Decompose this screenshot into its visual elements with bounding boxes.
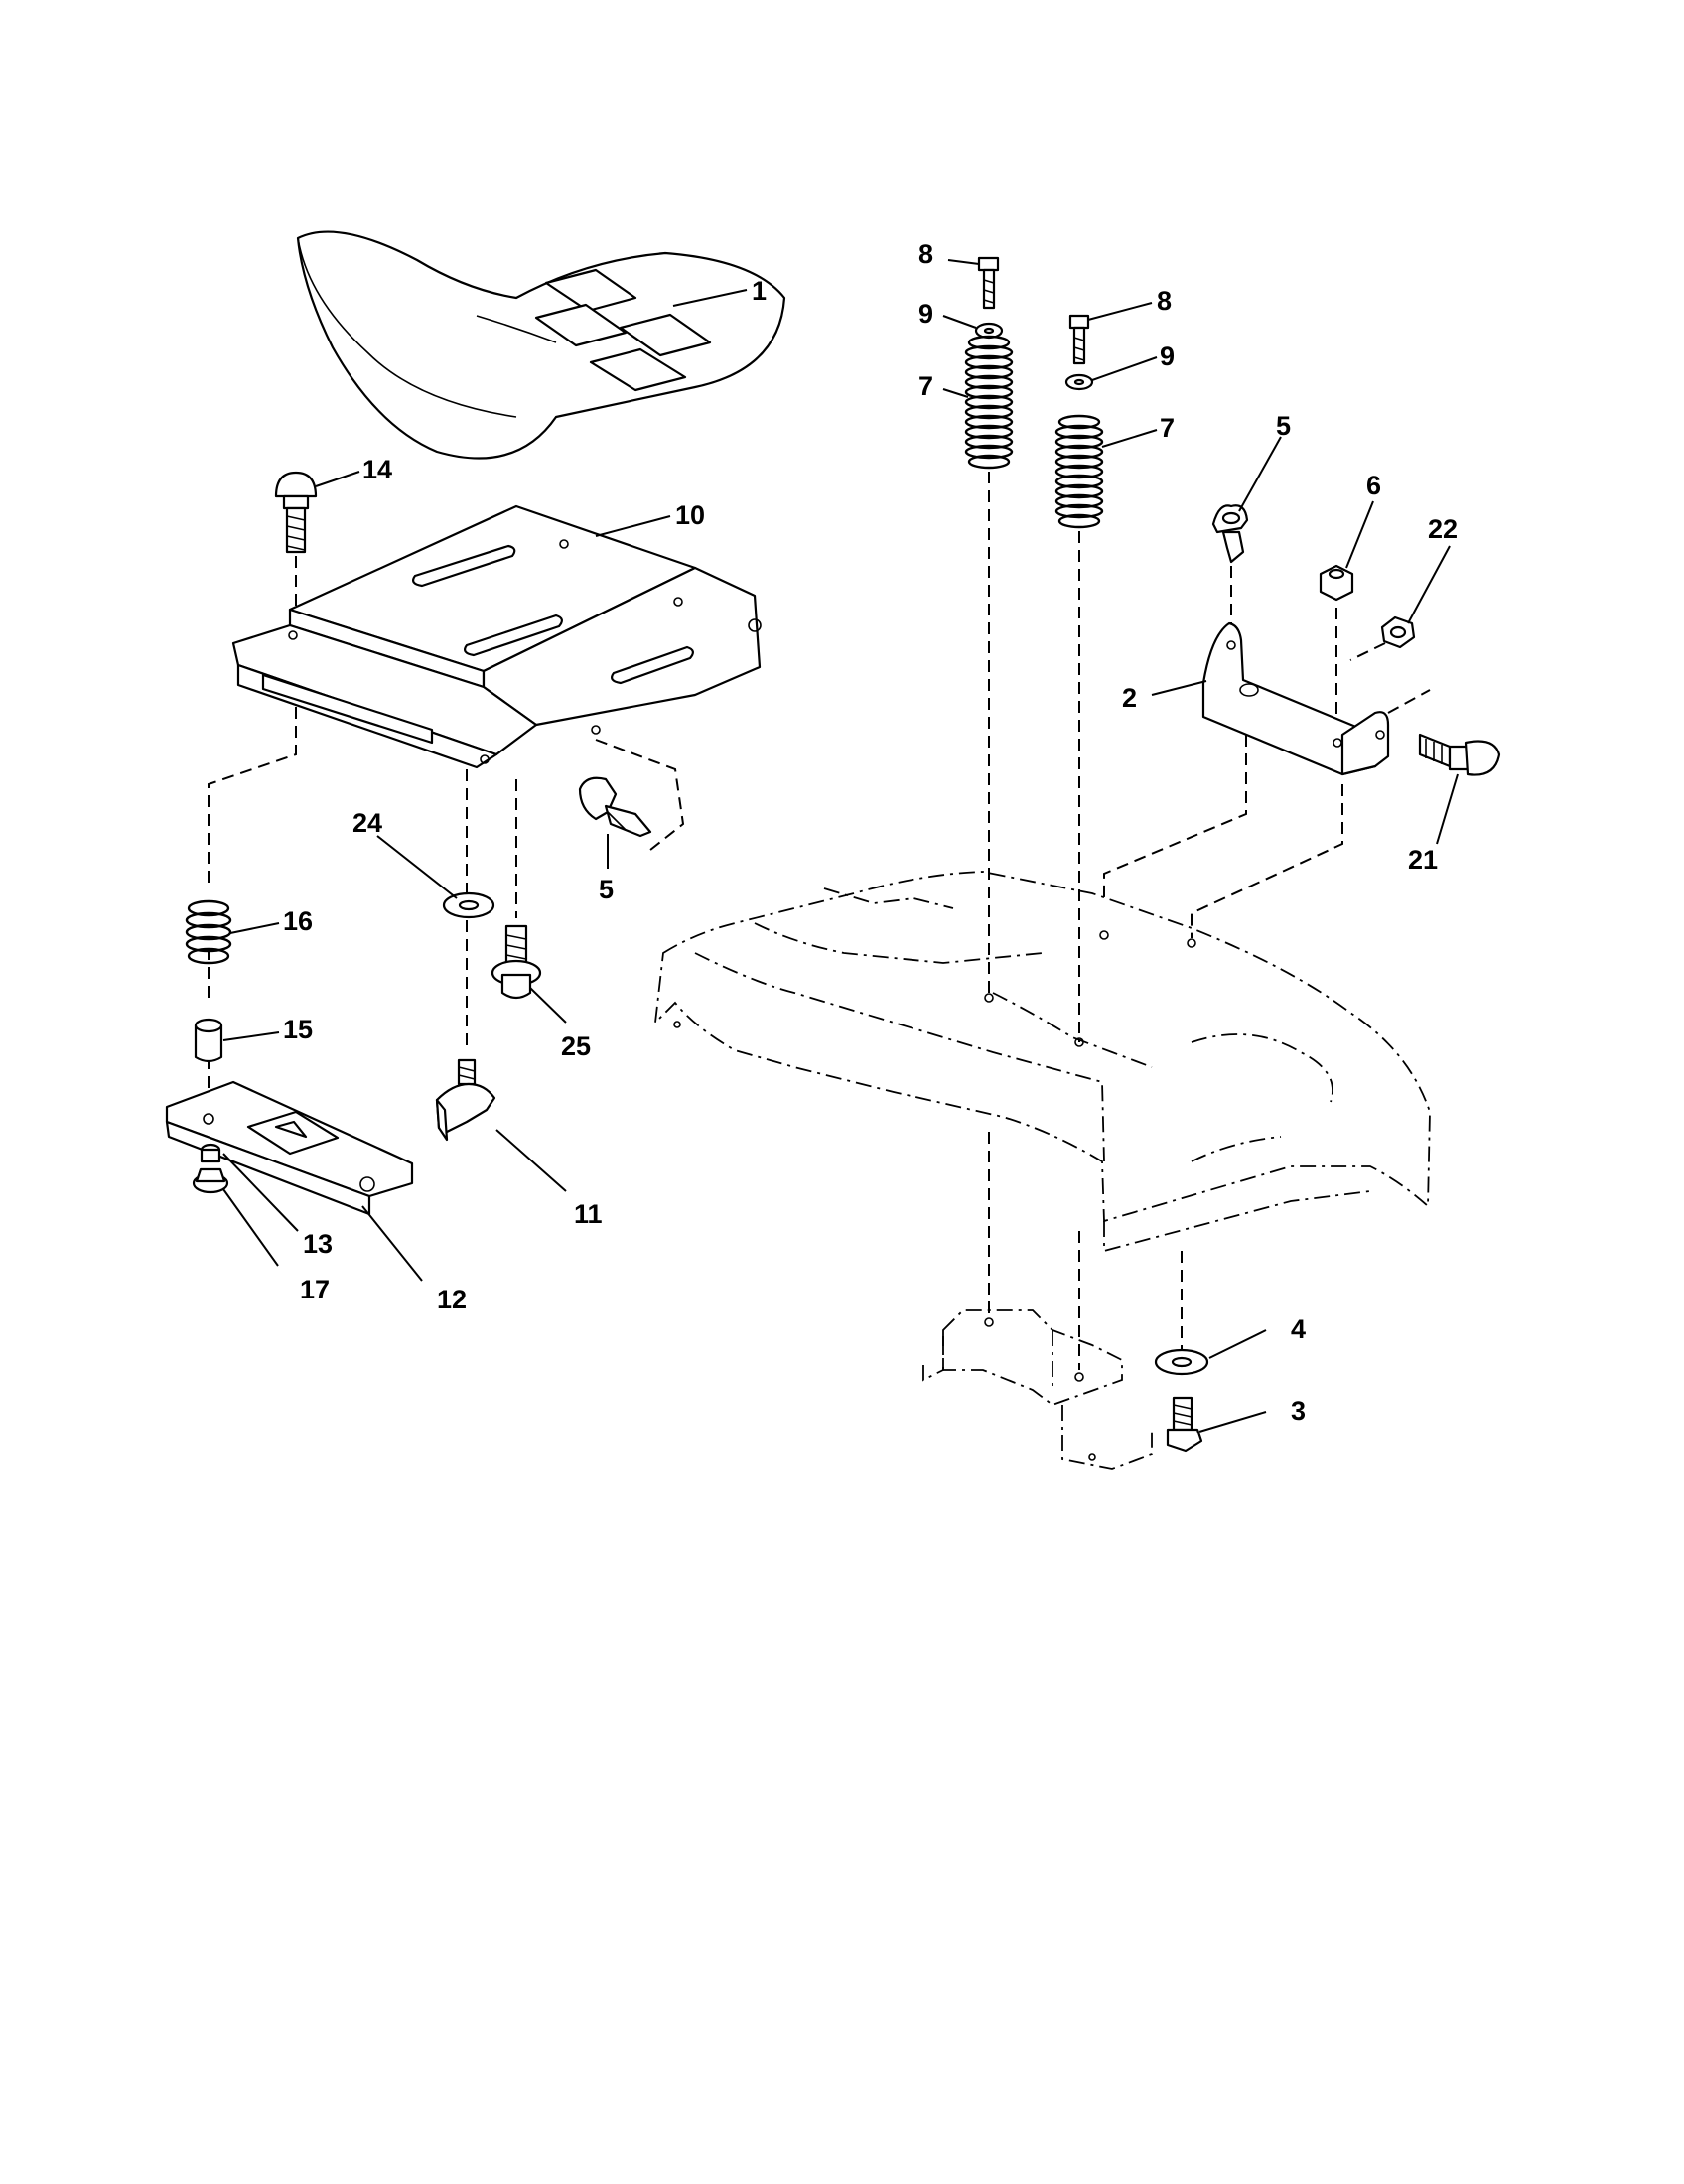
callout-9-left: 9 [918, 299, 933, 329]
bolt-part-25 [491, 924, 542, 1000]
callout-2: 2 [1122, 683, 1137, 713]
bolt-part-8-left [977, 256, 1000, 310]
spring-part-7-right [1054, 414, 1104, 529]
callout-3: 3 [1291, 1396, 1306, 1426]
seat-pan-part-10 [231, 504, 762, 769]
callout-4: 4 [1291, 1314, 1306, 1344]
callout-21: 21 [1408, 845, 1438, 875]
callout-11: 11 [574, 1199, 603, 1229]
callout-8-right: 8 [1157, 286, 1172, 316]
bushing-part-15 [194, 1018, 223, 1063]
dash-nut22 [1349, 642, 1386, 661]
dash-pan-to-clip5 [595, 739, 685, 855]
bracket-part-2 [1201, 621, 1390, 776]
callout-7-right: 7 [1160, 413, 1175, 443]
callout-16: 16 [283, 906, 313, 936]
callout-6: 6 [1366, 471, 1381, 500]
spring-part-7-left [964, 335, 1014, 470]
clip-part-5-right [1211, 504, 1249, 564]
carriage-bolt-part-14 [274, 471, 318, 554]
washer-part-9-left [974, 322, 1004, 340]
callout-25: 25 [561, 1031, 591, 1061]
callout-12: 12 [437, 1285, 467, 1314]
bolt-part-13 [200, 1143, 221, 1163]
callout-14: 14 [362, 455, 392, 484]
callout-9-right: 9 [1160, 341, 1175, 371]
clip-part-5-left [578, 776, 652, 838]
callout-5-right: 5 [1276, 411, 1291, 441]
nut-part-22 [1380, 615, 1416, 649]
dash-bracket-22 [1387, 689, 1431, 714]
washer-part-9-right [1064, 373, 1094, 391]
shoulder-bolt-part-21 [1418, 733, 1501, 776]
dash-bracket-left [1103, 735, 1247, 898]
dash-pan-to-16 [208, 707, 297, 884]
callout-8-left: 8 [918, 239, 933, 269]
mount-bracket-phantom [922, 1309, 1153, 1470]
knob-part-11 [435, 1058, 496, 1142]
washer-part-4 [1154, 1348, 1209, 1376]
callout-24: 24 [352, 808, 382, 838]
callout-22: 22 [1428, 514, 1458, 544]
washer-part-24 [442, 891, 495, 919]
seat-part-1 [296, 230, 786, 460]
callout-17: 17 [300, 1275, 330, 1304]
callout-1: 1 [752, 276, 767, 306]
fender-phantom [653, 871, 1431, 1253]
nut-part-6 [1319, 564, 1354, 602]
callout-13: 13 [303, 1229, 333, 1259]
bolt-part-3 [1166, 1396, 1203, 1453]
dash-bracket-right [1191, 784, 1343, 938]
callout-labels: 1 14 10 8 9 7 8 9 7 5 6 22 2 21 5 24 16 … [283, 239, 1458, 1426]
callout-5-left: 5 [599, 875, 614, 904]
callout-15: 15 [283, 1015, 313, 1044]
callout-7-left: 7 [918, 371, 933, 401]
callout-10: 10 [675, 500, 705, 530]
leader-lines [222, 259, 1459, 1433]
bolt-part-8-right [1068, 314, 1090, 365]
flange-nut-part-17 [192, 1167, 229, 1194]
slide-plate-part-12 [165, 1080, 414, 1216]
